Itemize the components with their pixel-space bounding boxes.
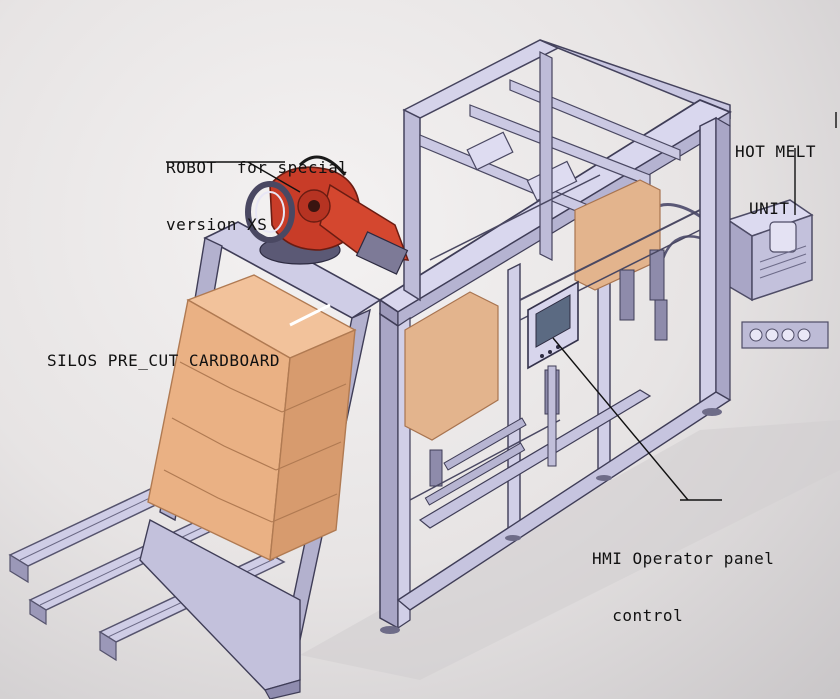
conveyor-rail-outer-side	[9, 553, 29, 584]
cardboard-blank-edge	[179, 361, 283, 413]
robot-wrist	[355, 231, 409, 275]
hmi-panel-screen	[535, 294, 571, 348]
cylinder	[649, 249, 665, 301]
conveyor-rail-inner-side	[99, 630, 117, 662]
hmi-panel-icon	[527, 280, 579, 467]
hmi-panel-button	[548, 350, 552, 354]
hmi-panel-post	[547, 365, 557, 467]
valve	[781, 328, 795, 342]
top-rail-back	[402, 39, 560, 119]
cardboard-top-slot	[289, 303, 331, 327]
cylinder	[429, 449, 443, 487]
cardboard-blank-edge	[281, 383, 347, 413]
robot-label-line-1: ROBOT for special	[166, 158, 349, 177]
hot-melt-callout-label: HOT MELT UNIT	[735, 104, 816, 256]
post-middle	[507, 262, 521, 538]
cardboard-blank-edge	[163, 469, 273, 523]
hot-melt-vent	[759, 245, 807, 263]
frame-foot	[596, 475, 612, 481]
robot-gripper-ring-inner	[255, 191, 285, 233]
hmi-callout-leader	[552, 337, 689, 501]
silo-chute-side	[264, 679, 301, 699]
robot-callout-label: ROBOT for special version XS	[166, 120, 348, 272]
inner-carton	[404, 291, 499, 441]
silos-cardboard-magazine	[139, 221, 382, 699]
valve	[797, 328, 811, 342]
robot-label-line-2: version XS	[166, 215, 268, 234]
hot-melt-label-line-1: HOT MELT	[735, 142, 817, 161]
cardboard-blank-edge	[271, 493, 338, 523]
guide-bar	[443, 417, 527, 471]
conveyor-slot	[39, 520, 217, 606]
cylinder	[654, 299, 668, 341]
internal-mechanism	[404, 174, 701, 506]
floor-shadow	[300, 420, 840, 680]
valve	[765, 328, 779, 342]
hmi-callout-label: HMI Operator panel control	[592, 511, 774, 663]
valve	[749, 328, 763, 342]
robot-cable	[298, 155, 347, 176]
frame-foot	[505, 535, 521, 541]
frame-foot	[380, 626, 400, 634]
post-front-left	[379, 312, 399, 630]
silo-frame-top	[203, 221, 382, 319]
cylinder	[619, 269, 635, 321]
frame-foot	[702, 408, 722, 416]
silos-callout-label: SILOS PRE_CUT CARDBOARD	[47, 351, 281, 370]
robot-arm-icon	[245, 155, 410, 275]
actuator-block	[466, 131, 514, 171]
post-front-right-side	[715, 116, 731, 410]
cardboard-stack-side	[269, 328, 356, 562]
hot-melt-label-line-2: UNIT	[749, 199, 790, 218]
guide-bar	[424, 442, 526, 506]
hot-melt-tank-lid	[769, 221, 797, 253]
robot-gripper-ring	[245, 181, 295, 243]
cardboard-blank-edge	[275, 441, 342, 471]
guide-rod	[519, 209, 701, 301]
guide-rod	[429, 174, 601, 261]
robot-joint-cap	[308, 200, 320, 212]
robot-callout-leader	[247, 161, 301, 193]
top-rail-left	[403, 108, 421, 302]
hot-melt-vent	[759, 261, 807, 279]
post-front-right	[699, 116, 717, 418]
hmi-label-line-2: control	[592, 606, 684, 625]
hmi-label-line-1: HMI Operator panel	[592, 549, 775, 568]
hmi-panel-button	[540, 354, 544, 358]
base-rail-mid	[418, 389, 652, 529]
cardboard-blank-edge	[171, 417, 277, 471]
base-rail-front	[396, 391, 732, 611]
post-back	[539, 51, 553, 261]
guide-rod	[409, 419, 561, 501]
cross-member	[509, 79, 681, 161]
hot-melt-vent	[759, 253, 807, 271]
callout-leaders	[166, 112, 837, 501]
conveyor-rail-middle-side	[29, 598, 47, 626]
